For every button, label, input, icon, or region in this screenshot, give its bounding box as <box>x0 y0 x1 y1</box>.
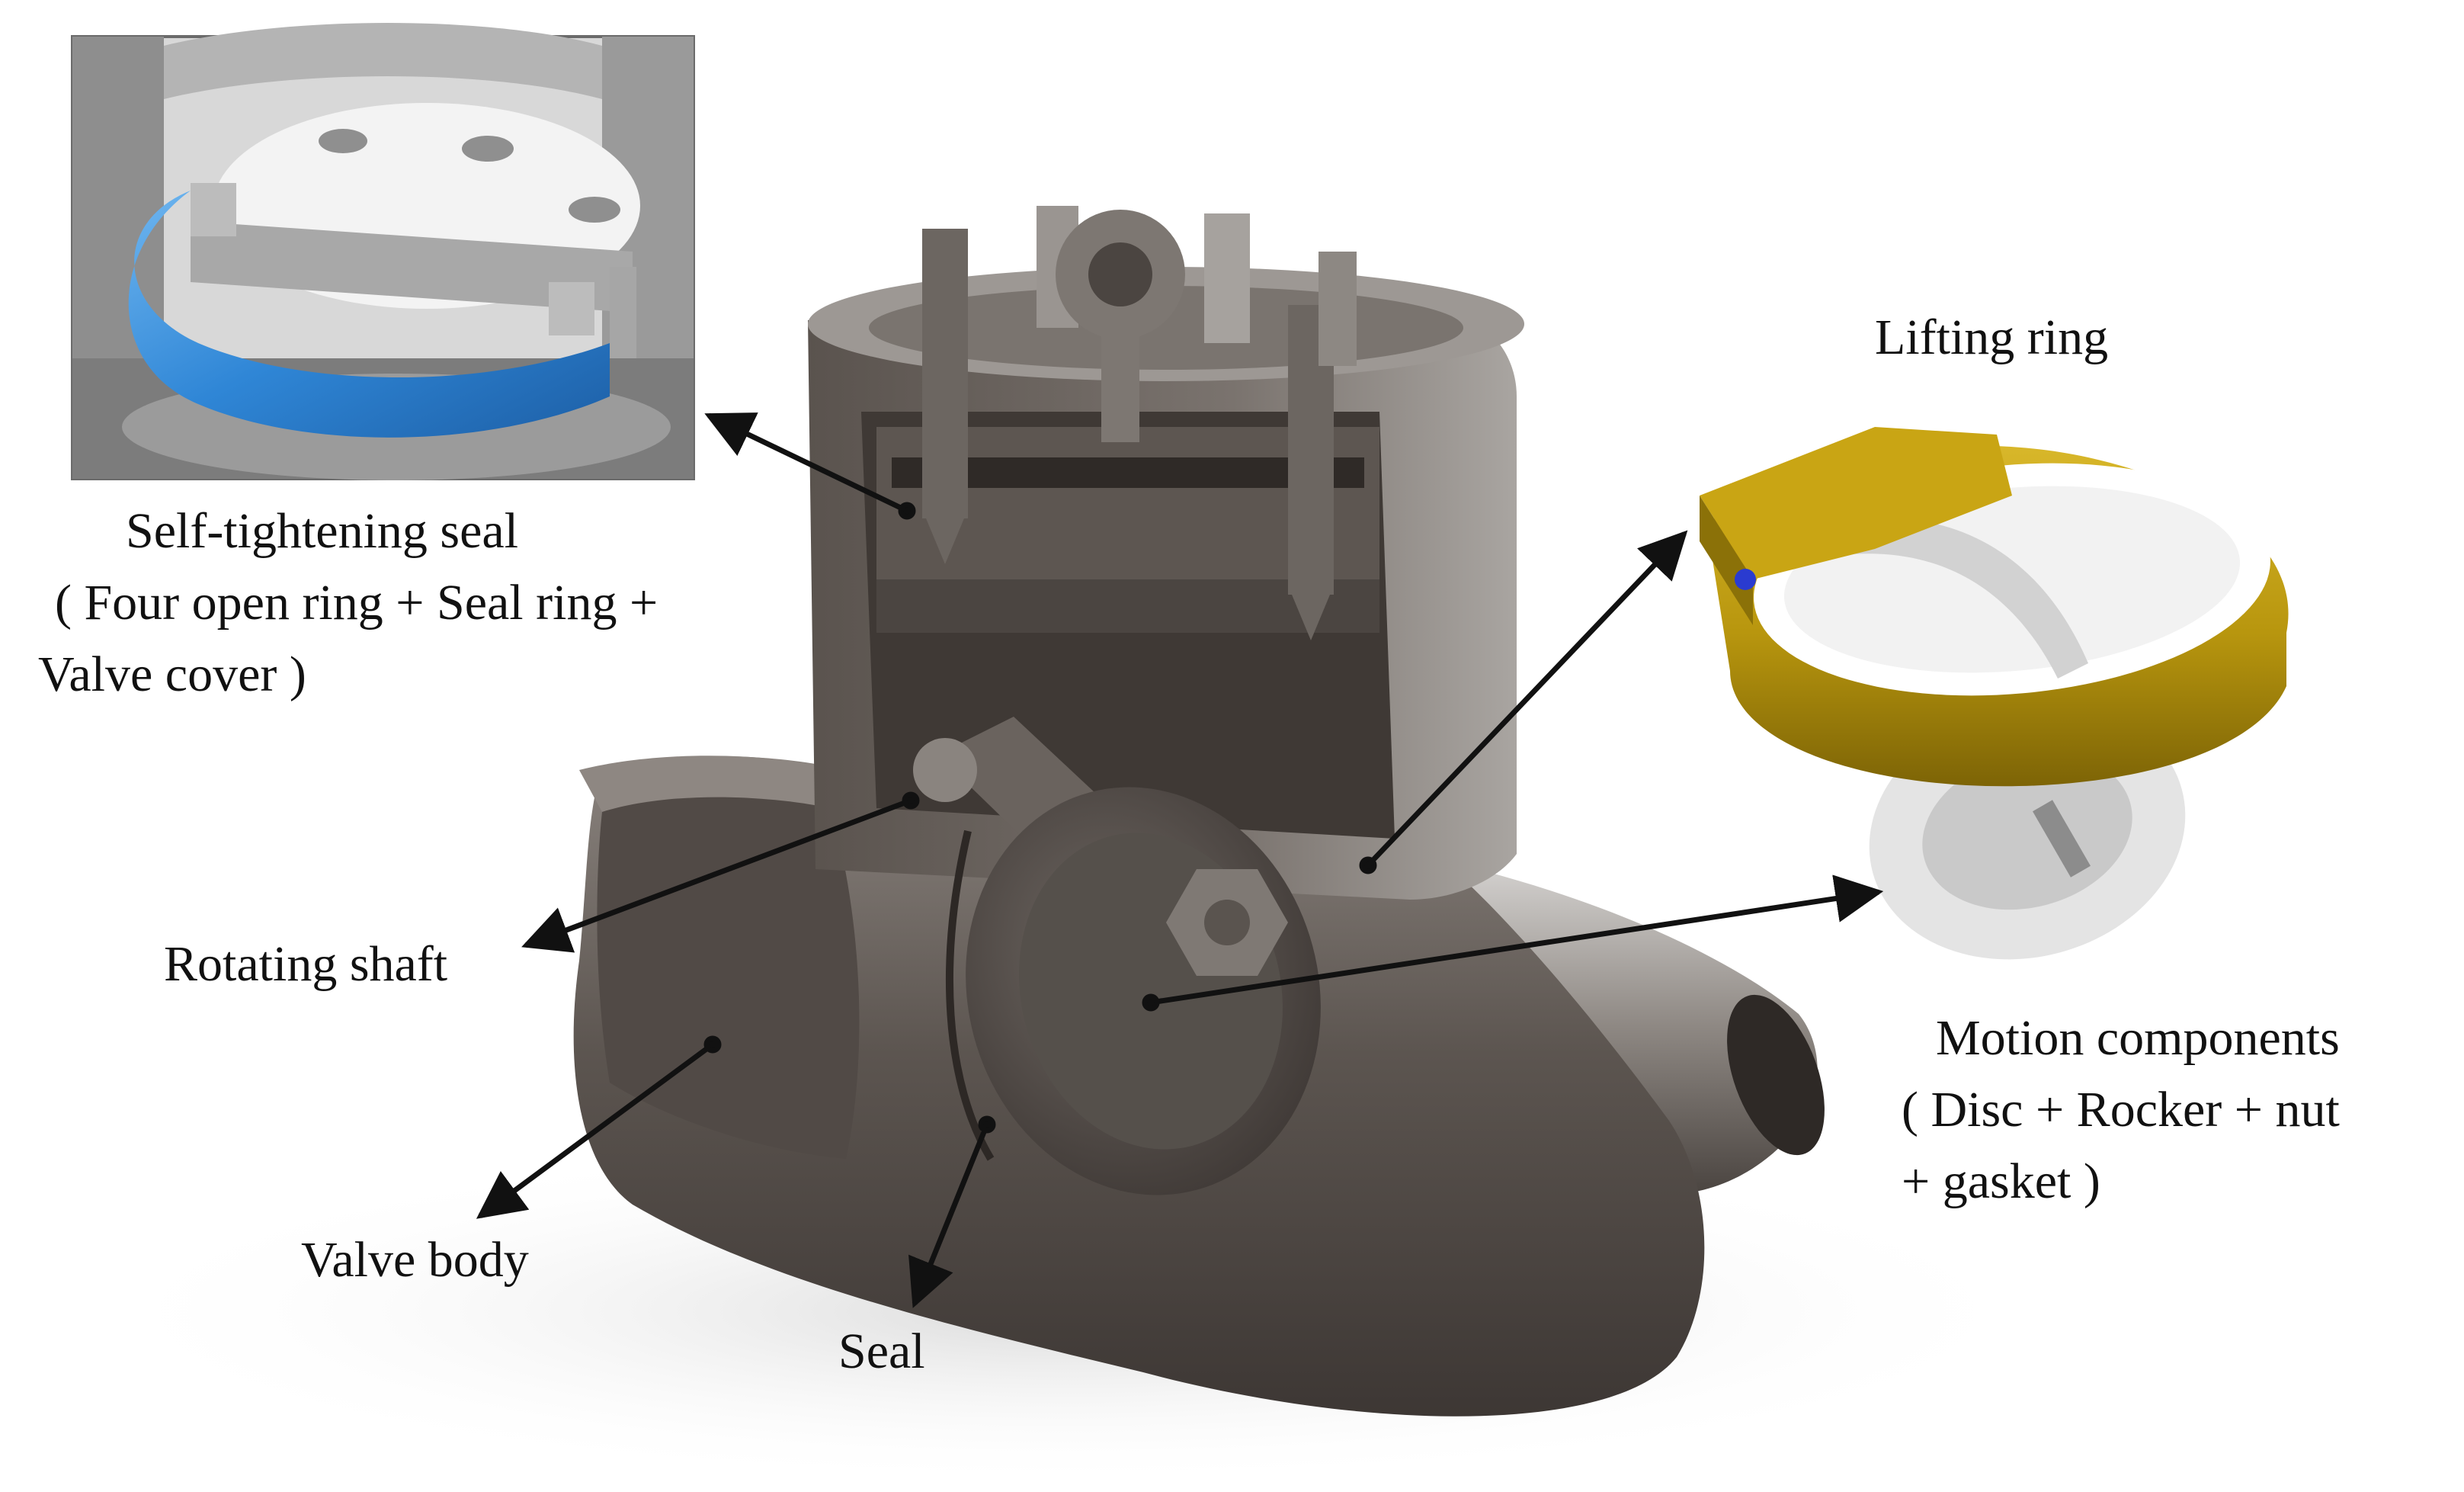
inset-lifting-ring <box>1700 427 2289 960</box>
body-seal-seat <box>946 829 995 1161</box>
label-valve-body: Valve body <box>301 1232 529 1288</box>
label-self-tightening-seal-line3: Valve cover ) <box>38 647 306 702</box>
label-self-tightening-seal-line2: ( Four open ring + Seal ring + <box>55 575 658 630</box>
label-motion-components-line2: ( Disc + Rocker + nut <box>1902 1082 2340 1137</box>
inlet-inner <box>597 797 860 1159</box>
cover-plate <box>892 457 1364 488</box>
label-rotating-shaft: Rotating shaft <box>164 936 448 992</box>
rotating-shaft-pin <box>913 738 977 802</box>
arrow-self-tightening-seal <box>704 412 908 514</box>
label-self-tightening-seal: Self-tightening seal ( Four open ring + … <box>38 496 658 711</box>
label-motion-components: Motion components ( Disc + Rocker + nut … <box>1902 1003 2340 1218</box>
arrow-motion-components <box>1150 874 1884 1006</box>
label-self-tightening-seal-title: Self-tightening seal <box>126 503 519 559</box>
inset-seal-ring <box>71 23 695 480</box>
arrow-seal <box>908 1123 990 1308</box>
label-lifting-ring: Lifting ring <box>1875 310 2109 365</box>
callout-arrows <box>476 412 1884 1308</box>
arrow-lifting-ring <box>1366 530 1688 868</box>
outlet-opening <box>1727 994 1825 1156</box>
arrow-rotating-shaft <box>521 797 912 953</box>
inlet-cut-face <box>579 756 838 812</box>
valve-main-render <box>573 206 1825 1417</box>
blue-seal-ring <box>128 191 610 438</box>
arrow-valve-body <box>476 1042 715 1219</box>
label-motion-components-line3: + gasket ) <box>1902 1153 2100 1209</box>
top-bolts <box>922 206 1357 640</box>
label-motion-components-title: Motion components <box>1936 1010 2340 1066</box>
label-seal: Seal <box>838 1324 925 1379</box>
